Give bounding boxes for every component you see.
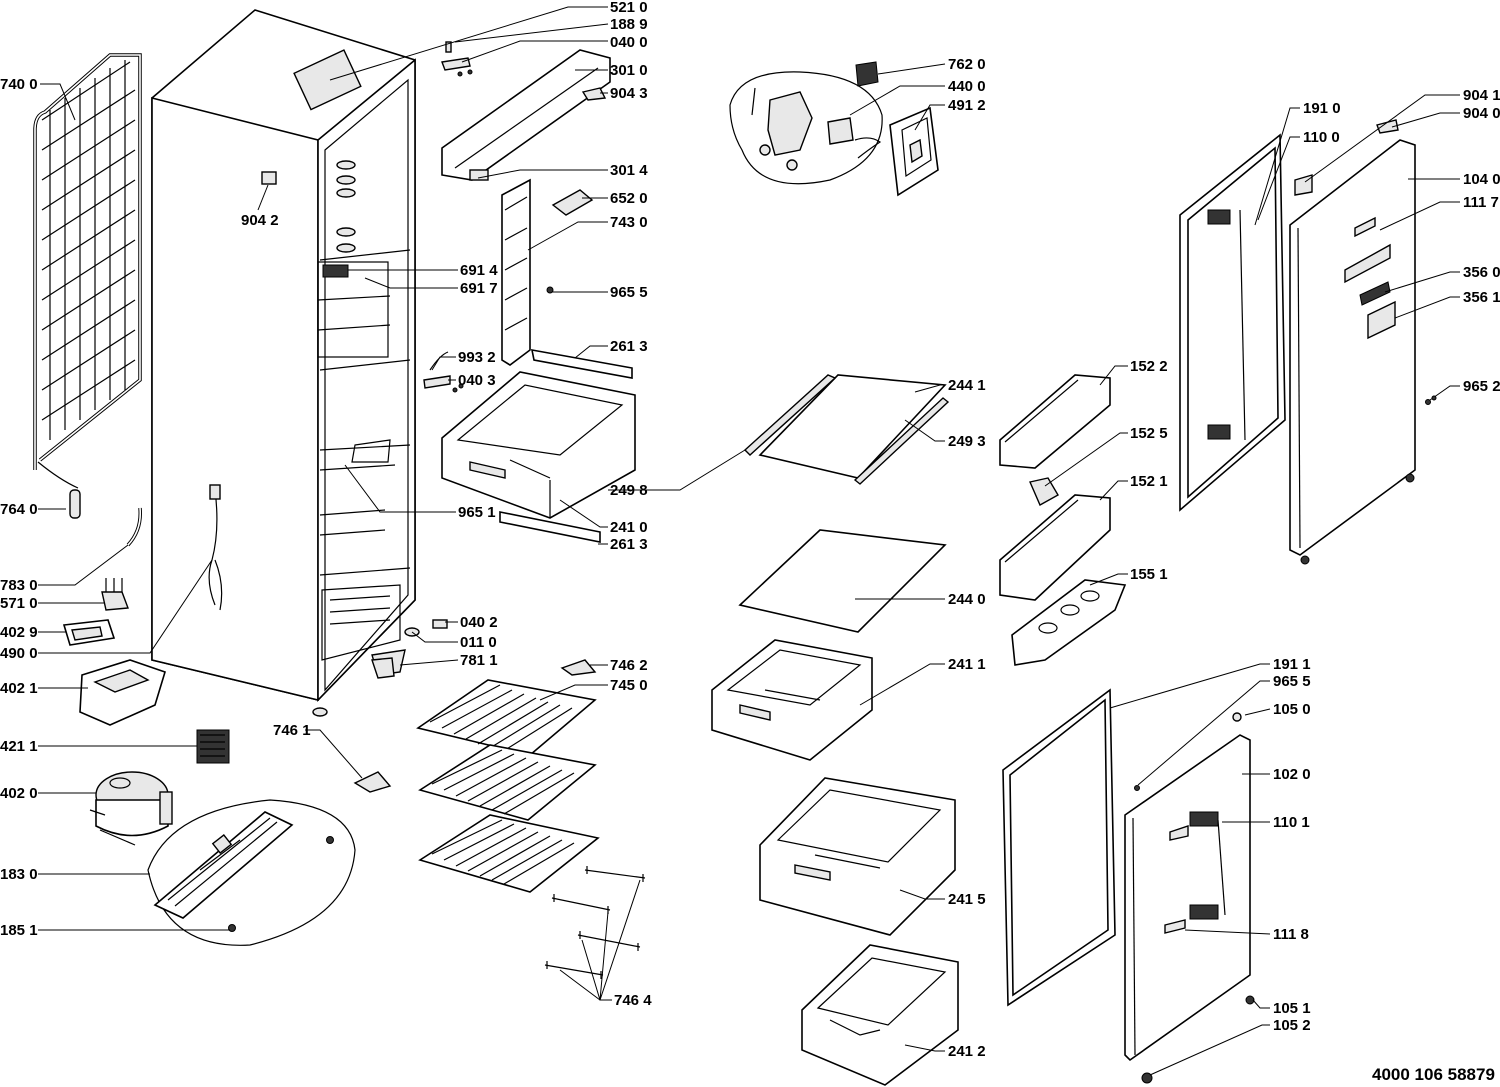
callout-105-2: 105 2 <box>1273 1017 1311 1034</box>
bracket-781 <box>371 657 395 679</box>
callout-965-2: 965 2 <box>1463 378 1500 395</box>
callout-440-0: 440 0 <box>948 78 986 95</box>
freezer-door <box>1124 712 1255 1084</box>
callout-421-1: 421 1 <box>0 738 38 755</box>
callout-356-0: 356 0 <box>1463 264 1500 281</box>
callout-244-0: 244 0 <box>948 591 986 608</box>
callout-652-0: 652 0 <box>610 190 648 207</box>
callout-102-0: 102 0 <box>1273 766 1311 783</box>
callout-155-1: 155 1 <box>1130 566 1168 583</box>
callout-110-1: 110 1 <box>1273 814 1310 831</box>
glass-shelves <box>738 374 950 633</box>
callout-105-0: 105 0 <box>1273 701 1311 718</box>
callout-241-1: 241 1 <box>948 656 986 673</box>
callout-040-2: 040 2 <box>460 614 498 631</box>
callout-244-1: 244 1 <box>948 377 986 394</box>
callout-261-3-a: 261 3 <box>610 338 648 355</box>
callout-965-5-a: 965 5 <box>610 284 648 301</box>
callout-191-0: 191 0 <box>1303 100 1341 117</box>
top-center-parts <box>423 41 633 629</box>
base-plate-group <box>147 799 356 946</box>
callout-402-9: 402 9 <box>0 624 38 641</box>
callout-111-8: 111 8 <box>1273 926 1309 943</box>
callout-011-0: 011 0 <box>460 634 497 651</box>
callout-040-3: 040 3 <box>458 372 496 389</box>
callout-571-0: 571 0 <box>0 595 38 612</box>
wire-shelves <box>353 659 646 979</box>
callout-402-0: 402 0 <box>0 785 38 802</box>
callout-746-2: 746 2 <box>610 657 648 674</box>
drawer-241-1 <box>711 639 873 761</box>
callout-249-3: 249 3 <box>948 433 986 450</box>
drawer-241-0 <box>441 371 636 519</box>
callout-993-2: 993 2 <box>458 349 496 366</box>
callout-783-0: 783 0 <box>0 577 38 594</box>
callout-040-0: 040 0 <box>610 34 648 51</box>
power-cord <box>208 484 223 611</box>
callout-781-1: 781 1 <box>460 652 498 669</box>
fridge-door-gasket <box>1179 133 1286 512</box>
callout-241-2: 241 2 <box>948 1043 986 1060</box>
callout-904-0: 904 0 <box>1463 105 1500 122</box>
callout-490-0: 490 0 <box>0 645 38 662</box>
callout-249-8: 249 8 <box>610 482 648 499</box>
door-bins <box>999 374 1127 666</box>
document-number: 4000 106 58879 <box>1372 1065 1495 1084</box>
callout-745-0: 745 0 <box>610 677 648 694</box>
callout-691-4: 691 4 <box>460 262 498 279</box>
callout-301-4: 301 4 <box>610 162 648 179</box>
callout-104-0: 104 0 <box>1463 171 1500 188</box>
callout-241-5: 241 5 <box>948 891 986 908</box>
drawer-241-2 <box>801 944 959 1086</box>
callout-241-0: 241 0 <box>610 519 648 536</box>
callout-743-0: 743 0 <box>610 214 648 231</box>
drawer-241-5 <box>759 777 956 936</box>
callout-191-1: 191 1 <box>1273 656 1311 673</box>
callout-356-1: 356 1 <box>1463 289 1500 306</box>
callout-152-5: 152 5 <box>1130 425 1168 442</box>
callout-491-2: 491 2 <box>948 97 986 114</box>
callout-904-3: 904 3 <box>610 85 648 102</box>
leader-lines <box>38 6 1460 1076</box>
callout-labels: 521 0 188 9 040 0 301 0 904 3 740 0 904 … <box>0 0 1500 1060</box>
callout-764-0: 764 0 <box>0 501 38 518</box>
callout-691-7: 691 7 <box>460 280 498 297</box>
callout-188-9: 188 9 <box>610 16 648 33</box>
callout-402-1: 402 1 <box>0 680 38 697</box>
freezer-door-gasket <box>1002 688 1116 1007</box>
callout-762-0: 762 0 <box>948 56 986 73</box>
callout-152-1: 152 1 <box>1130 473 1168 490</box>
callout-904-1: 904 1 <box>1463 87 1500 104</box>
left-small-parts <box>62 489 230 846</box>
cabinet <box>151 9 420 717</box>
callout-746-4: 746 4 <box>614 992 652 1009</box>
callout-301-0: 301 0 <box>610 62 648 79</box>
screws <box>452 383 1437 791</box>
callout-152-2: 152 2 <box>1130 358 1168 375</box>
fridge-door <box>1289 119 1416 565</box>
condenser-coil <box>33 53 142 489</box>
callout-185-1: 185 1 <box>0 922 38 939</box>
callout-261-3-b: 261 3 <box>610 536 648 553</box>
callout-965-5-b: 965 5 <box>1273 673 1311 690</box>
callout-746-1: 746 1 <box>273 722 311 739</box>
fan-assembly <box>729 61 939 197</box>
callout-521-0: 521 0 <box>610 0 648 16</box>
callout-740-0: 740 0 <box>0 76 38 93</box>
callout-110-0: 110 0 <box>1303 129 1340 146</box>
callout-111-7: 111 7 <box>1463 194 1499 211</box>
callout-105-1: 105 1 <box>1273 1000 1311 1017</box>
callout-965-1: 965 1 <box>458 504 496 521</box>
callout-904-2: 904 2 <box>241 212 279 229</box>
callout-183-0: 183 0 <box>0 866 38 883</box>
